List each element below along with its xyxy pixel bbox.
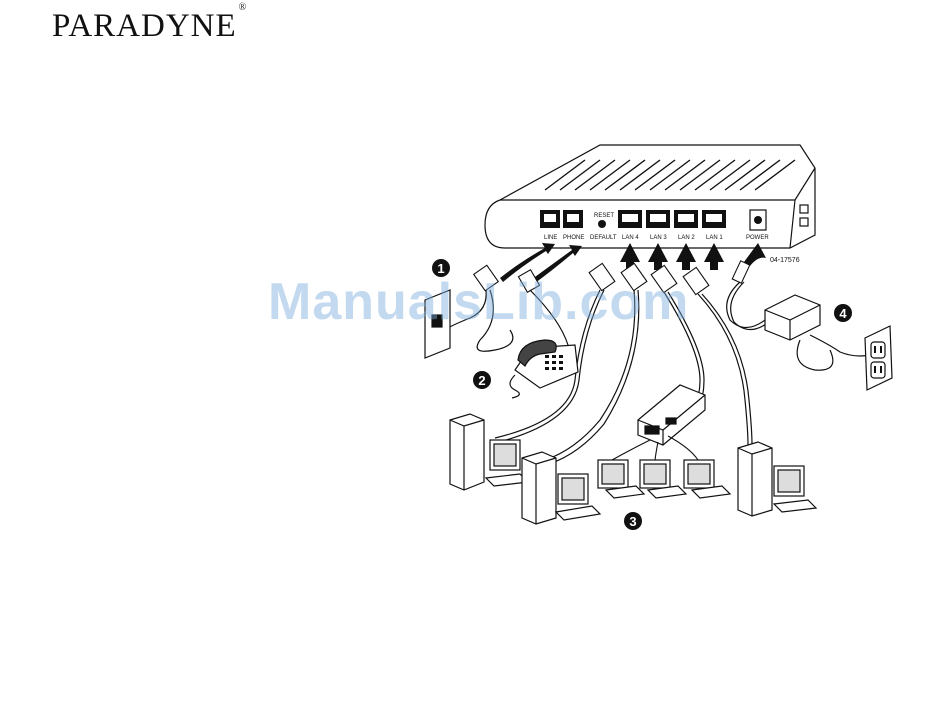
wall-outlet [865,326,892,390]
label-default: DEFAULT [590,235,617,241]
router-unit [485,145,815,248]
computer-6 [738,442,816,516]
label-line: LINE [544,235,557,241]
port-lan2 [674,210,698,228]
figure-id: 04-17576 [770,257,800,264]
computer-4 [640,460,686,498]
label-phone: PHONE [563,235,584,241]
port-lan3 [646,210,670,228]
watermark: ManualsLib.com [268,272,689,332]
port-power [750,210,766,230]
label-reset: RESET [594,213,614,219]
callout-4-number: 4 [839,306,847,321]
callout-2: 2 [473,371,491,389]
computer-2 [522,452,600,524]
label-lan2: LAN 2 [678,235,695,241]
callout-3-number: 3 [629,514,636,529]
computer-1 [450,414,528,490]
computer-5 [684,460,730,498]
label-lan1: LAN 1 [706,235,723,241]
callout-3: 3 [624,512,642,530]
callout-2-number: 2 [478,373,485,388]
telephone [510,340,578,398]
reset-button [598,220,606,228]
ethernet-hub [638,385,705,445]
port-phone [563,210,583,228]
label-power: POWER [746,235,769,241]
label-lan4: LAN 4 [622,235,639,241]
callout-4: 4 [834,304,852,322]
port-line [540,210,560,228]
label-lan3: LAN 3 [650,235,667,241]
computer-3 [598,460,644,498]
power-adapter [765,295,820,340]
port-lan1 [702,210,726,228]
port-lan4 [618,210,642,228]
